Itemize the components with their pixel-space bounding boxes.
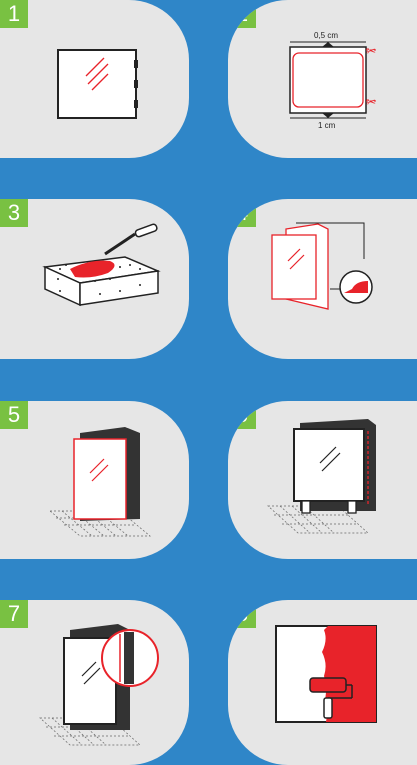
scissors-icon: ✂ bbox=[366, 95, 376, 109]
step-panel-1: 1 bbox=[0, 0, 189, 158]
mirror-illustration bbox=[0, 0, 189, 158]
step-panel-7: 7 bbox=[0, 600, 189, 765]
apply-adhesive-illustration bbox=[228, 199, 417, 359]
step-panel-3: 3 bbox=[0, 199, 189, 359]
adhesive-tray-illustration bbox=[0, 199, 189, 359]
overlap-label: 1 cm bbox=[318, 121, 336, 130]
press-mirror-illustration bbox=[0, 401, 189, 559]
cutting-diagram: 0,5 cm 1 cm ✂ ✂ bbox=[228, 0, 417, 158]
paint-wall-illustration bbox=[228, 600, 417, 765]
step-panel-8: 8 bbox=[228, 600, 417, 765]
step-panel-5: 5 bbox=[0, 401, 189, 559]
support-mirror-illustration bbox=[228, 401, 417, 559]
seal-edges-illustration bbox=[0, 600, 189, 765]
gap-label: 0,5 cm bbox=[314, 31, 338, 40]
step-panel-4: 4 bbox=[228, 199, 417, 359]
step-panel-6: 6 bbox=[228, 401, 417, 559]
scissors-icon: ✂ bbox=[366, 44, 376, 58]
step-panel-2: 2 0,5 cm 1 cm ✂ ✂ bbox=[228, 0, 417, 158]
